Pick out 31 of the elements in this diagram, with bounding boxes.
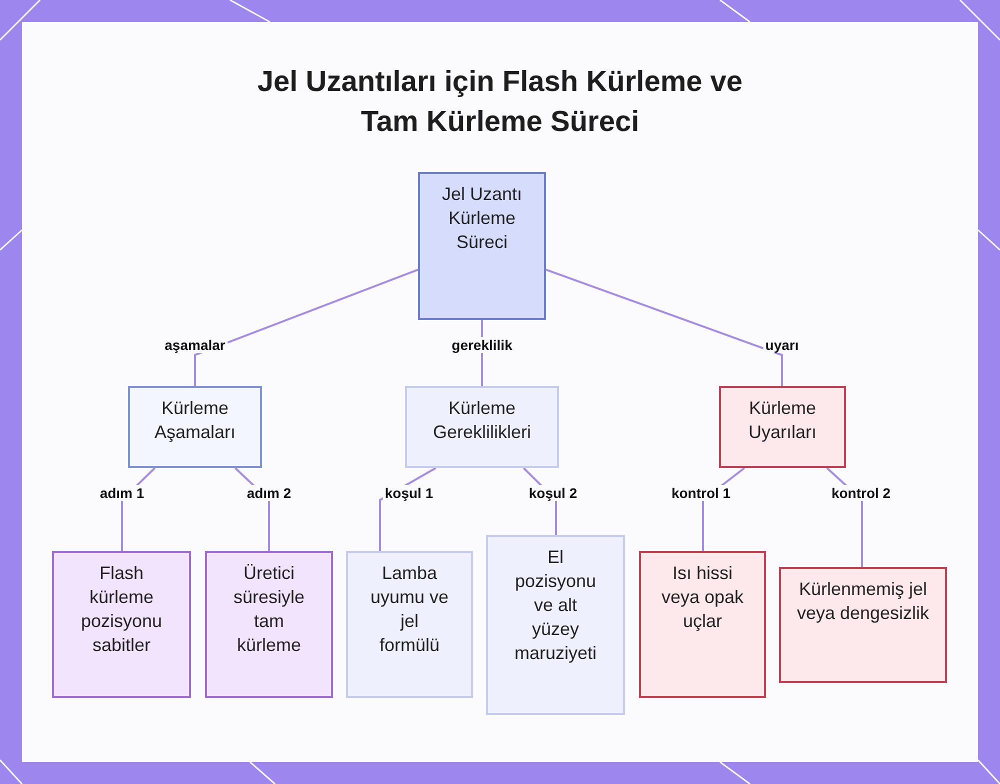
diagram-title: Jel Uzantıları için Flash Kürleme ve Tam Kürleme Süreci <box>256 65 744 140</box>
node-text: Üretici süresiyle tam kürleme <box>232 562 306 657</box>
connector-line <box>546 268 783 386</box>
edge-label: aşamalar <box>162 337 228 353</box>
step-box <box>52 551 191 698</box>
node-text: Kürleme Aşamaları <box>153 397 237 444</box>
edge-label: adım 1 <box>98 485 146 501</box>
warning-box <box>779 567 947 683</box>
edge-label: koşul 1 <box>382 485 436 501</box>
warning-box <box>639 551 766 698</box>
node-text: Isı hissi veya opak uçlar <box>660 562 745 633</box>
node-text: Kürleme Gereklilikleri <box>432 397 532 444</box>
node-text: Jel Uzantı Kürleme Süreci <box>440 183 524 254</box>
connector-line <box>194 268 418 386</box>
node-text: Kürleme Uyarıları <box>747 397 818 444</box>
requirement-box <box>346 551 473 698</box>
requirement-box <box>486 535 625 715</box>
node-text: Kürlenmemiş jel veya dengesizlik <box>796 578 930 625</box>
node-text: El pozisyonu ve alt yüzey maruziyeti <box>513 546 598 665</box>
step-box <box>205 551 333 698</box>
edge-label: adım 2 <box>244 485 294 501</box>
edge-label: koşul 2 <box>526 485 580 501</box>
edge-label: kontrol 1 <box>669 485 733 501</box>
warning-box <box>719 386 846 468</box>
edge-label: gereklilik <box>450 337 514 353</box>
edge-label: kontrol 2 <box>829 485 893 501</box>
root-box <box>418 172 546 320</box>
requirement-box <box>405 386 559 468</box>
node-text: Lamba uyumu ve jel formülü <box>370 562 449 657</box>
node-text: Flash kürleme pozisyonu sabitler <box>80 562 164 657</box>
category-box <box>128 386 262 468</box>
